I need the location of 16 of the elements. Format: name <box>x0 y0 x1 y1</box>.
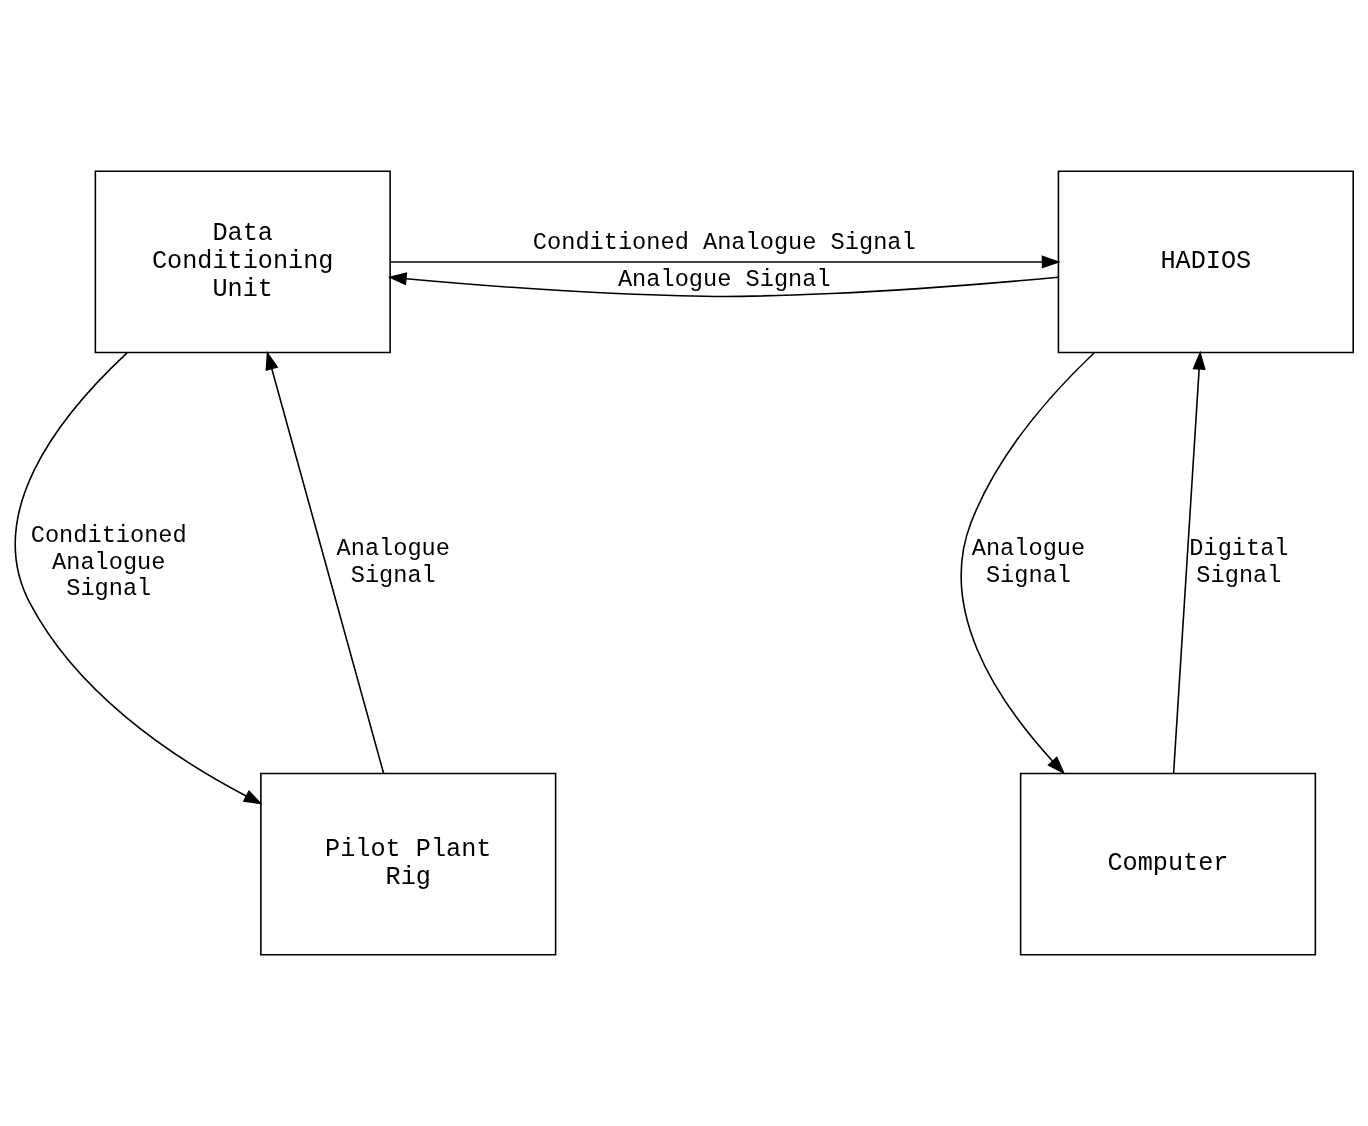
edge-label: Conditioned Analogue Signal <box>532 229 916 257</box>
edge-label: Analogue Signal <box>336 535 450 589</box>
edge-label: Analogue Signal <box>617 265 831 293</box>
arrow <box>389 255 1061 269</box>
edge-label: Digital Signal <box>1189 535 1289 589</box>
arrow <box>265 350 385 774</box>
arrow <box>14 352 263 805</box>
edge-label: Conditioned Analogue Signal <box>30 521 187 603</box>
node-box: Data Conditioning Unit <box>94 170 391 354</box>
node-box: Pilot Plant Rig <box>260 772 557 956</box>
arrow <box>387 272 1060 298</box>
arrow <box>960 352 1095 775</box>
arrow <box>1172 350 1206 774</box>
node-box: Computer <box>1019 772 1317 956</box>
node-box: HADIOS <box>1057 170 1354 354</box>
edge-label: Analogue Signal <box>971 535 1086 589</box>
